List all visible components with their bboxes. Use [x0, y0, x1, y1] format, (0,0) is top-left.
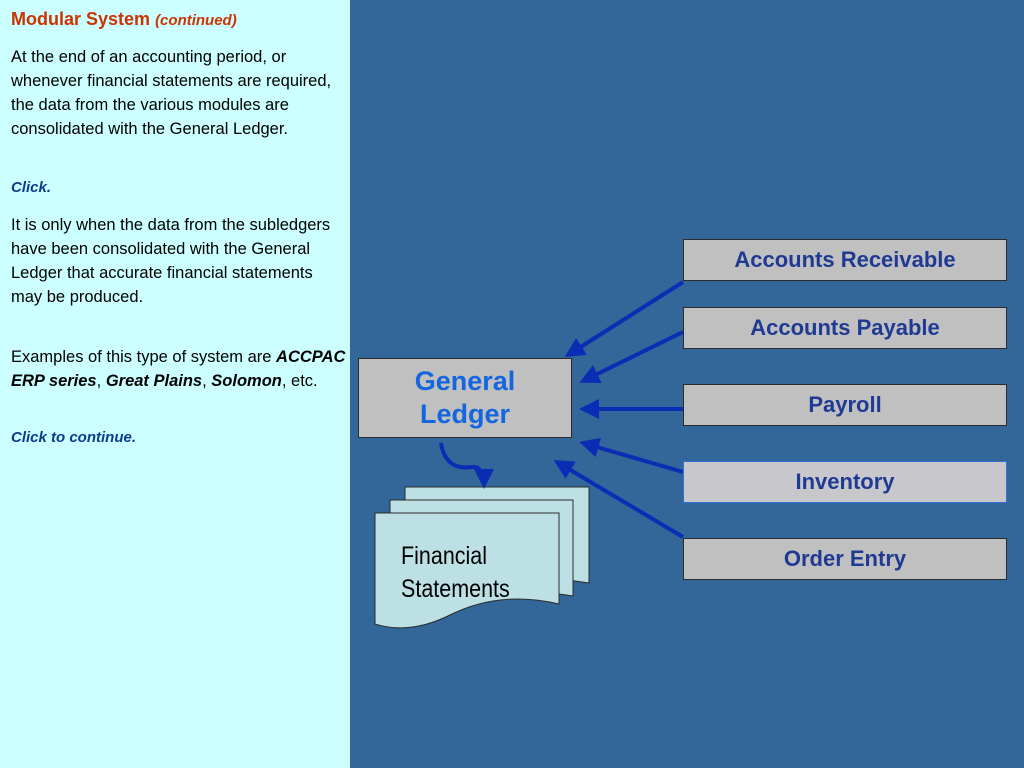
module-order-entry: Order Entry	[683, 538, 1007, 580]
arrow-accounts-receivable-to-ledger	[564, 280, 685, 358]
click-to-continue-prompt[interactable]: Click to continue.	[11, 429, 137, 446]
arrow-accounts-payable-to-ledger	[579, 330, 684, 383]
example-solomon: Solomon	[211, 372, 282, 390]
examples-separator: ,	[96, 372, 102, 390]
general-ledger-line1: General	[414, 366, 516, 396]
slide-title-sub: (continued)	[155, 12, 237, 29]
general-ledger-box: General Ledger	[358, 358, 572, 438]
financial-statements-document-stack	[374, 486, 590, 629]
paragraph-accuracy: It is only when the data from the subled…	[11, 216, 331, 306]
arrow-inventory-to-ledger	[579, 437, 684, 474]
financial-statements-line2: Statements	[401, 575, 510, 603]
general-ledger-line2: Ledger	[419, 399, 511, 429]
examples-intro: Examples of this type of system are	[11, 348, 272, 366]
examples-ending: , etc.	[281, 372, 318, 390]
paragraph-consolidation: At the end of an accounting period, or w…	[11, 48, 332, 138]
slide-title: Modular System (continued)	[11, 9, 237, 30]
paragraph-examples: Examples of this type of system are ACCP…	[11, 345, 346, 393]
slide-title-main: Modular System	[11, 9, 151, 29]
example-accpac: ACCPAC ERP series	[11, 348, 346, 390]
financial-statements-label: Financial Statements	[401, 540, 510, 606]
slide-notes-panel: Modular System (continued) At the end of…	[0, 0, 350, 768]
module-inventory: Inventory	[683, 461, 1007, 503]
financial-statements-line1: Financial	[401, 542, 488, 570]
examples-separator: ,	[202, 372, 207, 390]
arrow-ledger-to-financial-statements	[439, 442, 494, 489]
module-accounts-payable: Accounts Payable	[683, 307, 1007, 349]
click-prompt[interactable]: Click.	[11, 179, 52, 196]
module-payroll: Payroll	[683, 384, 1007, 426]
module-accounts-receivable: Accounts Receivable	[683, 239, 1007, 281]
example-great-plains: Great Plains	[105, 372, 203, 390]
arrow-order-entry-to-ledger	[553, 459, 685, 539]
document-page-front	[374, 512, 560, 629]
